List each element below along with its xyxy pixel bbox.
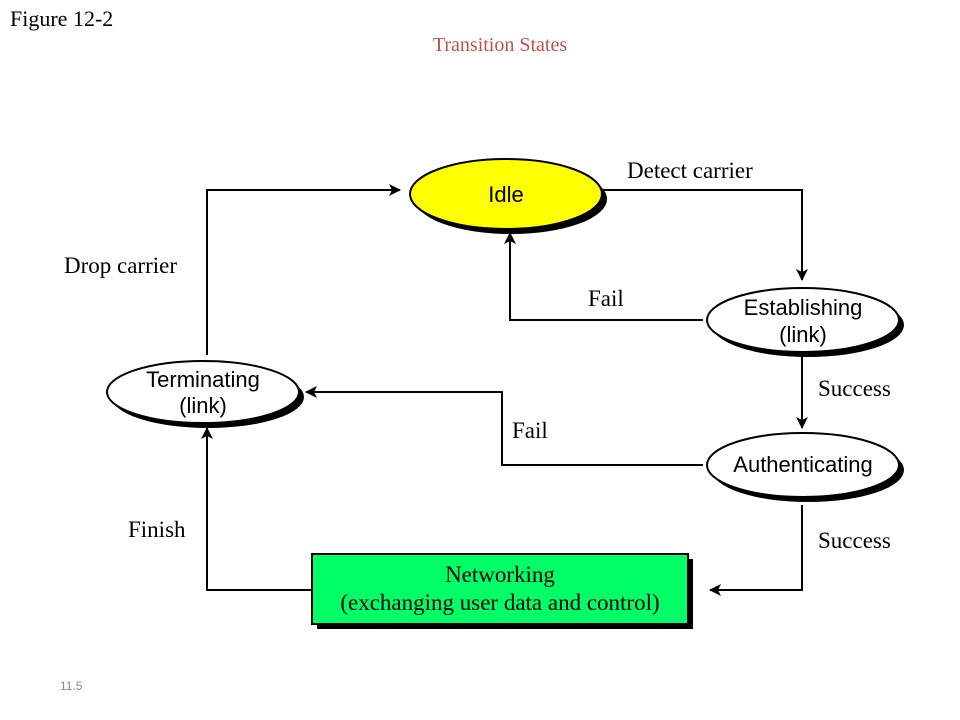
node-terminating-line1: Terminating: [146, 367, 260, 392]
node-establishing-line2: (link): [779, 322, 827, 347]
edge-label-drop-carrier: Drop carrier: [64, 253, 177, 278]
edge-success-authenticating: [709, 505, 803, 596]
edge-label-success-establishing: Success: [818, 376, 891, 401]
node-authenticating: Authenticating: [706, 432, 904, 502]
node-networking-line2: (exchanging user data and control): [340, 590, 659, 615]
diagram-title: Transition States: [432, 34, 568, 56]
edge-label-finish: Finish: [128, 517, 186, 542]
edge-label-success-authenticating: Success: [818, 528, 891, 553]
edge-detect-carrier: [603, 189, 808, 281]
node-authenticating-label: Authenticating: [733, 452, 872, 477]
edge-finish: [201, 427, 312, 591]
node-terminating: Terminating (link): [106, 360, 304, 428]
slide-number: 11.5: [60, 679, 83, 693]
edge-fail-authenticating: [305, 386, 703, 466]
node-establishing-line1: Establishing: [744, 295, 863, 320]
node-networking-line1: Networking: [445, 562, 555, 587]
edge-fail-establishing: [504, 232, 703, 321]
node-idle: Idle: [409, 158, 607, 234]
edge-label-fail-establishing: Fail: [588, 286, 624, 311]
figure-label: Figure 12-2: [10, 6, 114, 31]
edge-label-detect-carrier: Detect carrier: [627, 158, 753, 183]
node-idle-label: Idle: [488, 182, 523, 207]
node-networking: Networking (exchanging user data and con…: [311, 553, 693, 629]
node-terminating-line2: (link): [179, 393, 227, 418]
node-establishing: Establishing (link): [706, 287, 904, 357]
edge-label-fail-authenticating: Fail: [512, 418, 548, 443]
edge-drop-carrier: [206, 184, 401, 355]
